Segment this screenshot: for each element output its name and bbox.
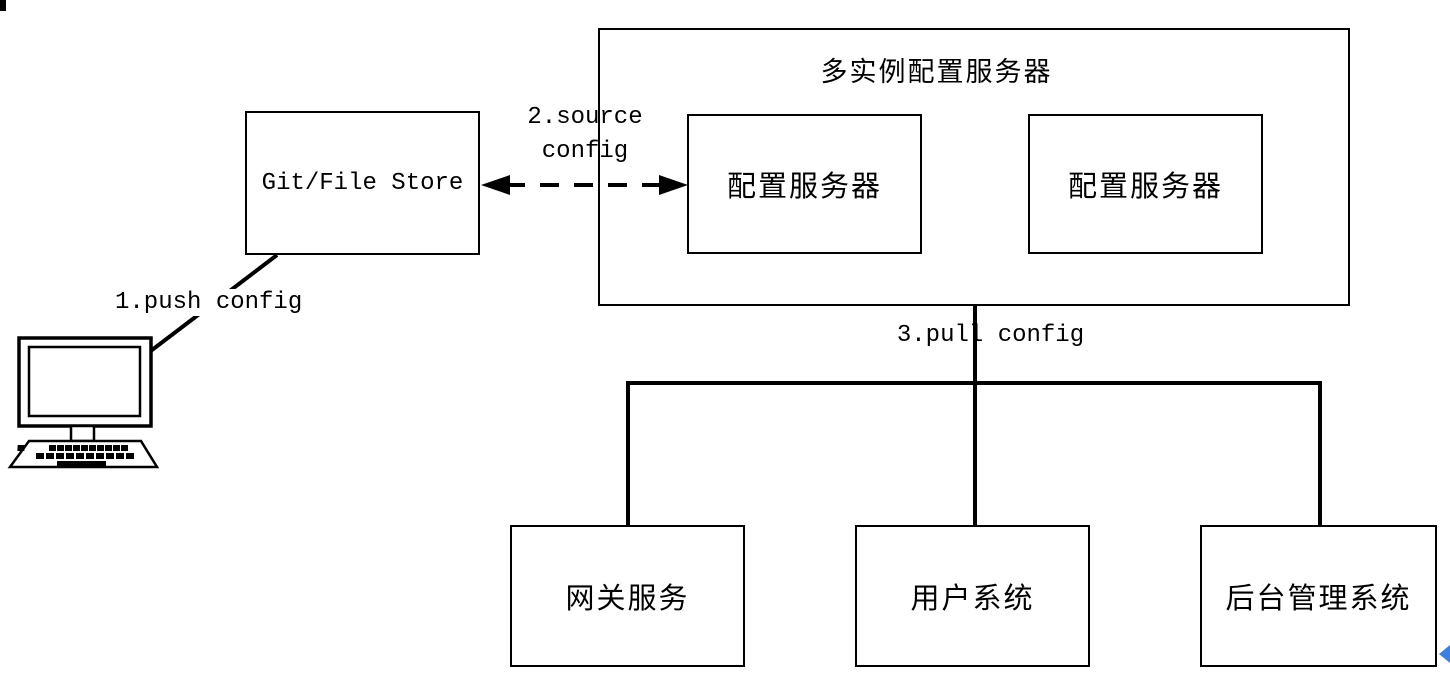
node-git-file-store: Git/File Store xyxy=(245,111,480,255)
node-label: Git/File Store xyxy=(261,169,464,197)
corner-artifact xyxy=(0,0,6,11)
edge-label-line-2: config xyxy=(541,138,629,165)
blue-cursor-marker-icon xyxy=(1439,645,1450,663)
edge-label-pull-config: 3.pull config xyxy=(896,322,1085,349)
node-label: 后台管理系统 xyxy=(1225,583,1412,615)
node-label: 用户系统 xyxy=(910,583,1035,615)
arrowhead-left-icon xyxy=(481,175,510,195)
node-multi-instance-container: 多实例配置服务器 配置服务器 配置服务器 xyxy=(598,28,1350,306)
node-label: 配置服务器 xyxy=(726,171,882,203)
edge-label-line-1: 2.source xyxy=(527,104,643,131)
computer-icon xyxy=(7,336,160,469)
node-user-system: 用户系统 xyxy=(855,525,1090,667)
node-admin-system: 后台管理系统 xyxy=(1200,525,1437,667)
edge-label-source-config: 2.source config xyxy=(495,101,675,169)
node-gateway-service: 网关服务 xyxy=(510,525,745,667)
edge-label-push-config: 1.push config xyxy=(112,289,306,316)
node-config-server-1: 配置服务器 xyxy=(687,114,922,254)
node-config-server-2: 配置服务器 xyxy=(1028,114,1263,254)
container-title: 多实例配置服务器 xyxy=(820,57,1053,87)
node-label: 网关服务 xyxy=(565,583,690,615)
node-label: 配置服务器 xyxy=(1067,171,1223,203)
